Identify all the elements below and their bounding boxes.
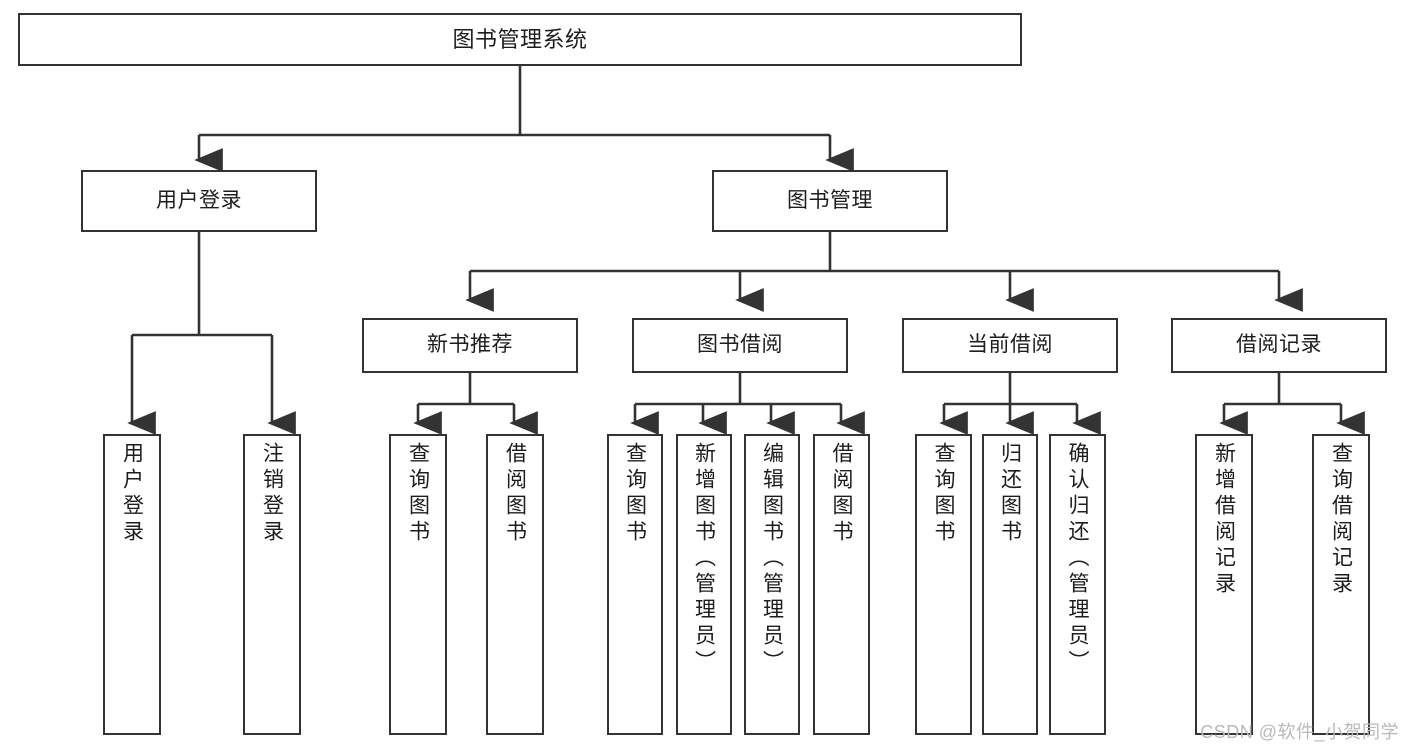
node-leaf-query-book-2[interactable]: 查询图书	[607, 434, 663, 735]
node-book-borrow[interactable]: 图书借阅	[632, 318, 848, 373]
node-label: 借阅图书	[830, 442, 853, 546]
node-label: 新增图书（管理员）	[692, 442, 716, 676]
node-borrow-record[interactable]: 借阅记录	[1171, 318, 1387, 373]
node-leaf-add-record[interactable]: 新增借阅记录	[1195, 434, 1253, 735]
node-user-login[interactable]: 用户登录	[81, 170, 317, 232]
node-leaf-query-record[interactable]: 查询借阅记录	[1312, 434, 1370, 735]
node-book-management-system[interactable]: 图书管理系统	[18, 13, 1022, 66]
node-label: 新增借阅记录	[1212, 442, 1236, 598]
node-label: 图书管理	[787, 188, 873, 212]
node-label: 图书管理系统	[452, 26, 588, 52]
node-leaf-add-book[interactable]: 新增图书（管理员）	[676, 434, 732, 735]
node-label: 归还图书	[998, 442, 1022, 546]
node-label: 编辑图书（管理员）	[760, 442, 784, 676]
node-label: 当前借阅	[967, 333, 1053, 357]
node-leaf-query-book-1[interactable]: 查询图书	[389, 434, 447, 735]
node-leaf-edit-book[interactable]: 编辑图书（管理员）	[744, 434, 800, 735]
node-label: 确认归还（管理员）	[1066, 442, 1089, 676]
node-leaf-query-book-3[interactable]: 查询图书	[915, 434, 972, 735]
node-book-management[interactable]: 图书管理	[712, 170, 948, 232]
node-label: 用户登录	[120, 442, 144, 546]
node-new-book-recommend[interactable]: 新书推荐	[362, 318, 578, 373]
node-leaf-logout[interactable]: 注销登录	[243, 434, 301, 735]
node-label: 查询图书	[932, 442, 955, 546]
node-leaf-return-book[interactable]: 归还图书	[982, 434, 1038, 735]
node-label: 借阅图书	[503, 442, 527, 546]
node-label: 查询图书	[623, 442, 647, 546]
node-label: 新书推荐	[427, 333, 513, 357]
node-label: 图书借阅	[697, 333, 783, 357]
node-label: 查询图书	[406, 442, 430, 546]
node-leaf-user-login[interactable]: 用户登录	[103, 434, 161, 735]
node-label: 注销登录	[260, 442, 284, 546]
node-label: 借阅记录	[1236, 333, 1322, 357]
node-leaf-borrow-book-2[interactable]: 借阅图书	[813, 434, 870, 735]
node-current-borrow[interactable]: 当前借阅	[902, 318, 1118, 373]
node-label: 查询借阅记录	[1329, 442, 1353, 598]
node-leaf-borrow-book-1[interactable]: 借阅图书	[486, 434, 544, 735]
node-label: 用户登录	[156, 188, 242, 212]
node-leaf-confirm-return[interactable]: 确认归还（管理员）	[1049, 434, 1106, 735]
